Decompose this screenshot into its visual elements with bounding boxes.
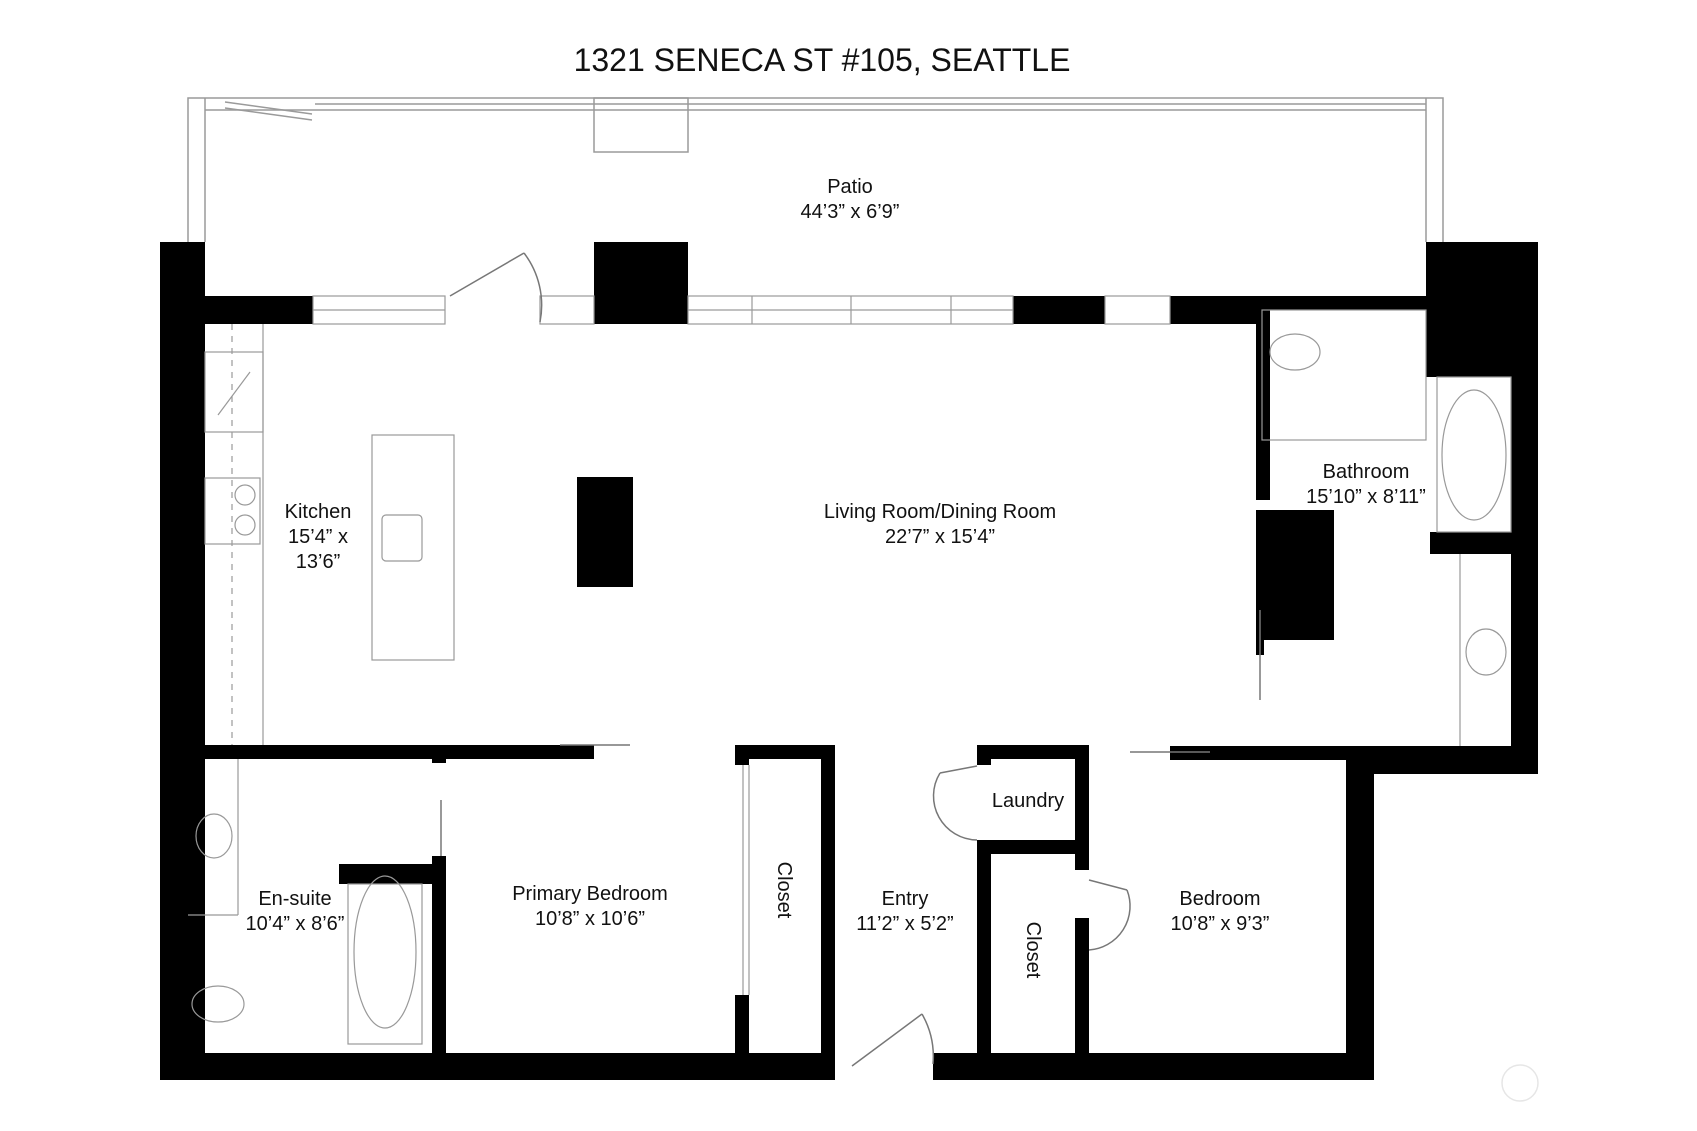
bathroom-fixtures: [1261, 309, 1512, 746]
plan-title: 1321 SENECA ST #105, SEATTLE: [574, 42, 1071, 78]
doors: [440, 252, 1261, 1067]
patio-label: Patio: [827, 176, 873, 198]
entry-size: 11’2” x 5’2”: [856, 913, 953, 935]
patio-size: 44’3” x 6’9”: [801, 201, 900, 223]
entry-label: Entry: [882, 888, 929, 910]
closet-bedroom-label: Closet: [1022, 922, 1044, 979]
ensuite-size: 10’4” x 8’6”: [246, 913, 345, 935]
walls: [160, 242, 1538, 1080]
primary-bedroom-size: 10’8” x 10’6”: [535, 908, 645, 930]
ensuite-fixtures: [188, 759, 423, 1045]
bedroom-size: 10’8” x 9’3”: [1171, 913, 1270, 935]
kitchen-size-line2: 13’6”: [296, 551, 340, 573]
bedroom-label: Bedroom: [1179, 888, 1260, 910]
living-label: Living Room/Dining Room: [824, 501, 1056, 523]
closet-doors: [742, 765, 750, 995]
living-size: 22’7” x 15’4”: [885, 526, 995, 548]
kitchen-label: Kitchen: [285, 501, 352, 523]
kitchen-size-line1: 15’4” x: [288, 526, 348, 548]
windows: [312, 295, 1171, 325]
kitchen-fixtures: [204, 324, 455, 745]
patio-outline: [187, 97, 1444, 242]
room-labels: Patio 44’3” x 6’9” Kitchen 15’4” x 13’6”…: [246, 176, 1426, 979]
ensuite-label: En-suite: [258, 888, 331, 910]
primary-bedroom-label: Primary Bedroom: [512, 883, 668, 905]
laundry-label: Laundry: [992, 790, 1064, 812]
bathroom-label: Bathroom: [1323, 461, 1410, 483]
bathroom-size: 15’10” x 8’11”: [1306, 486, 1426, 508]
watermark-circle: [1501, 1064, 1539, 1102]
closet-primary-label: Closet: [773, 862, 795, 919]
